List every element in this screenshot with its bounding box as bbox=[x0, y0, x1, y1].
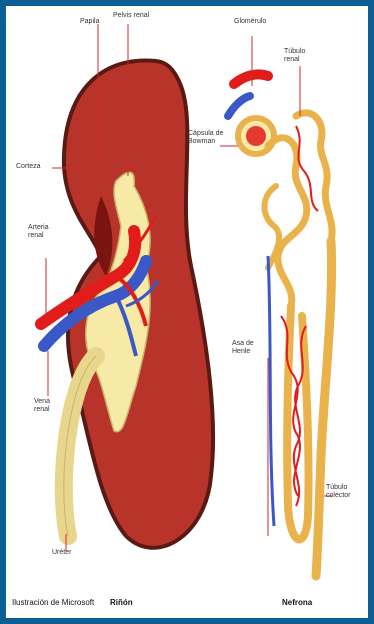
label-tubule-renal: Túbulo renal bbox=[284, 48, 314, 64]
label-papila: Papila bbox=[80, 18, 99, 26]
caption-kidney: Riñón bbox=[110, 598, 133, 607]
label-cortex: Corteza bbox=[16, 163, 41, 171]
kidney-nephron-illustration bbox=[6, 6, 368, 618]
label-renal-vein: Vena renal bbox=[34, 398, 62, 414]
label-bowmans-capsule: Cápsula de Bowman bbox=[188, 130, 228, 146]
vasa-recta-vein bbox=[268, 256, 274, 526]
diagram-frame: Papila Pelvis renal Corteza Arteria rena… bbox=[6, 6, 368, 618]
label-glomerulus: Glomérulo bbox=[234, 18, 266, 26]
proximal-tubule bbox=[268, 138, 307, 306]
collecting-tubule bbox=[316, 241, 332, 576]
caption-nephron: Nefrona bbox=[282, 598, 312, 607]
label-renal-pelvis: Pelvis renal bbox=[113, 12, 149, 20]
loop-of-henle bbox=[287, 306, 308, 539]
label-collecting-tubule: Túbulo colector bbox=[326, 484, 362, 500]
nephron-artery bbox=[234, 74, 268, 84]
glomerulus bbox=[246, 126, 266, 146]
label-renal-artery: Arteria renal bbox=[28, 224, 60, 240]
nephron-vein bbox=[228, 96, 250, 116]
label-ureter: Uréter bbox=[52, 549, 71, 557]
caption-credit: Ilustración de Microsoft bbox=[12, 598, 94, 607]
label-loop-of-henle: Asa de Henle bbox=[232, 340, 262, 356]
